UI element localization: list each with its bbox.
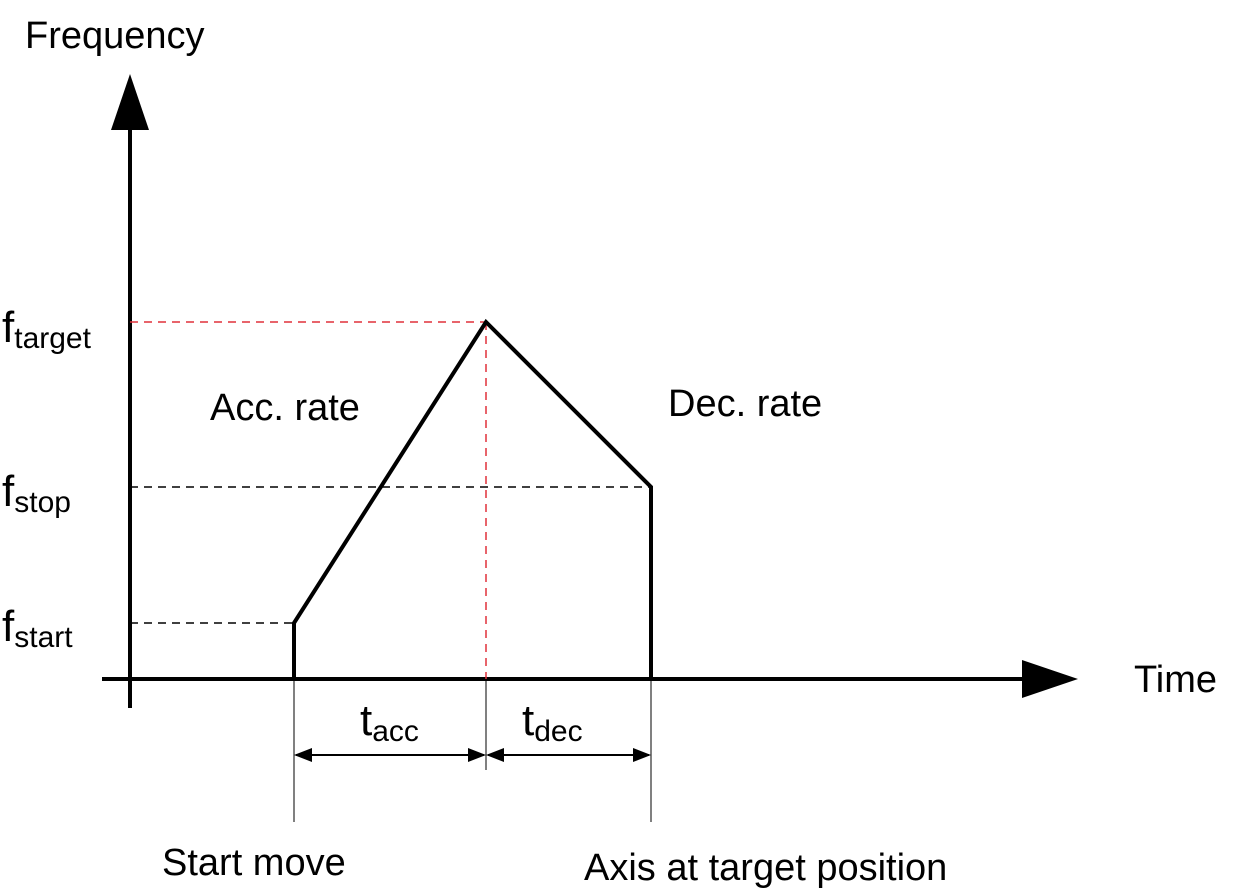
frequency-profile (292, 318, 653, 679)
f-target-label: ftarget (2, 303, 92, 355)
t-acc-label: tacc (360, 696, 419, 748)
start-move-label: Start move (162, 842, 346, 884)
time-axis-label: Time (1134, 659, 1217, 701)
target-position-label: Axis at target position (584, 847, 947, 889)
acc-rate-label: Acc. rate (210, 387, 360, 429)
t-dec-label: tdec (522, 696, 583, 748)
frequency-axis-arrowhead (111, 74, 149, 130)
f-stop-label: fstop (2, 467, 71, 519)
time-axis-arrowhead (1022, 660, 1078, 698)
dec-rate-label: Dec. rate (668, 383, 822, 425)
frequency-axis-label: Frequency (25, 15, 205, 57)
f-start-label: fstart (2, 602, 73, 654)
